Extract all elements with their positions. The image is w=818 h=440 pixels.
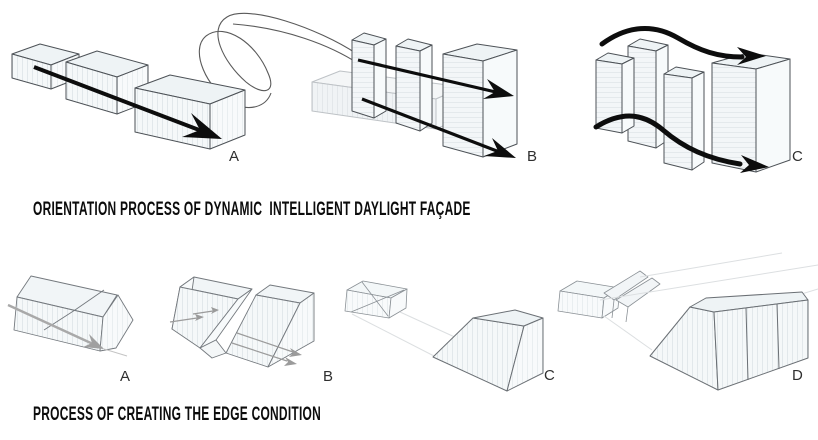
shear-slice — [615, 277, 661, 308]
orientation-section-caption: ORIENTATION PROCESS OF DYNAMIC INTELLIGE… — [33, 199, 471, 220]
edge-figure-c-art — [344, 280, 544, 392]
orientation-figure-b-art — [311, 32, 518, 158]
edge-figure-d-art — [557, 252, 818, 391]
edge-figure-a-art — [7, 275, 134, 357]
edge-figure-a-label: A — [120, 368, 131, 385]
orientation-figure-b-label: B — [527, 148, 538, 165]
orientation-figure-a-art — [11, 12, 360, 150]
wedge-cut-line — [350, 289, 405, 313]
cut-line-top — [74, 289, 105, 311]
gray-flow-arrow — [7, 303, 128, 357]
edge-section-caption: PROCESS OF CREATING THE EDGE CONDITION — [33, 404, 322, 425]
edge-figure-d-label: D — [792, 367, 803, 384]
orientation-figure-c-label: C — [792, 148, 803, 165]
block-divider — [745, 307, 749, 381]
flow-arrow-lower — [361, 97, 516, 158]
shear-slice — [603, 270, 649, 301]
orientation-figure-a-label: A — [229, 148, 240, 165]
wind-arrow-upper — [599, 26, 766, 65]
flow-arrow-upper — [357, 58, 514, 99]
flow-arrow — [33, 65, 222, 139]
edge-figure-b-art — [169, 276, 315, 368]
wind-arrow-lower — [593, 113, 769, 173]
block-divider — [776, 303, 780, 370]
shear-arrows — [169, 307, 302, 366]
edge-figure-b-label: B — [323, 368, 334, 385]
edge-figure-c-label: C — [544, 367, 555, 384]
orientation-figure-c-art — [593, 26, 791, 173]
wedge-cut-line — [361, 281, 389, 317]
projection-lines — [599, 252, 818, 351]
cut-line-front — [43, 309, 76, 331]
